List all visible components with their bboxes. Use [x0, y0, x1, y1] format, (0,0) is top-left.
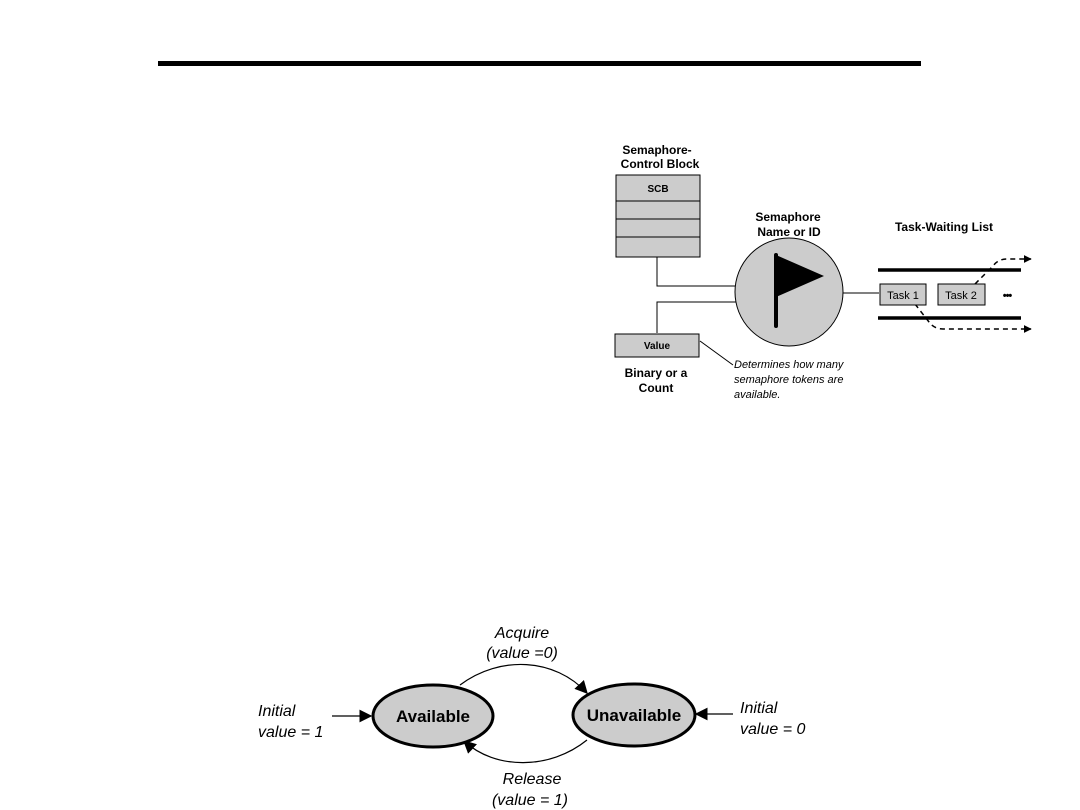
value-connector	[656, 301, 737, 333]
acquire-label-line1: Acquire	[494, 625, 549, 642]
queue-ellipsis: •••	[1003, 290, 1013, 302]
release-transition-arrow	[463, 739, 588, 764]
unavailable-state: Unavailable	[571, 682, 697, 748]
note-leader-line	[699, 340, 734, 366]
scb-title-line2: Control Block	[621, 157, 700, 171]
note-line2: semaphore tokens are	[734, 374, 843, 386]
scb-block: SCB	[615, 174, 701, 258]
task-2-box: Task 2	[937, 283, 986, 306]
semaphore-structure-diagram: Semaphore- Control Block SCB Semaphore N…	[614, 143, 1032, 401]
scb-title-line1: Semaphore-	[622, 143, 691, 157]
value-caption-line1: Binary or a	[625, 366, 688, 380]
available-label: Available	[396, 707, 470, 726]
task-2-label: Task 2	[945, 290, 977, 302]
scb-label: SCB	[647, 184, 668, 195]
title-rule	[158, 61, 921, 66]
note-line3: available.	[734, 389, 780, 401]
semaphore-name-title-line1: Semaphore	[755, 210, 821, 224]
initial-left-line2: value = 1	[258, 724, 323, 741]
acquire-label-line2: (value =0)	[486, 645, 558, 662]
task-1-label: Task 1	[887, 290, 919, 302]
state-diagram: Acquire (value =0) Available Unavailable…	[258, 625, 805, 809]
acquire-transition-arrow	[459, 663, 588, 694]
note-line1: Determines how many	[734, 359, 845, 371]
task-1-box: Task 1	[879, 283, 927, 306]
release-label-line2: (value = 1)	[492, 792, 568, 809]
scb-connector	[656, 257, 737, 287]
release-label-line1: Release	[503, 771, 562, 788]
unavailable-label: Unavailable	[587, 706, 682, 725]
queue-exit-arrow-bottom	[914, 303, 1032, 333]
available-state: Available	[371, 683, 495, 749]
initial-left-line1: Initial	[258, 703, 296, 720]
semaphore-flag-icon	[734, 237, 844, 347]
task-waiting-list-title: Task-Waiting List	[895, 220, 993, 234]
initial-right-line1: Initial	[740, 700, 778, 717]
semaphore-name-title-line2: Name or ID	[757, 225, 821, 239]
value-caption-line2: Count	[639, 381, 674, 395]
value-box: Value	[614, 333, 700, 358]
initial-right-line2: value = 0	[740, 721, 805, 738]
value-label: Value	[644, 341, 671, 352]
